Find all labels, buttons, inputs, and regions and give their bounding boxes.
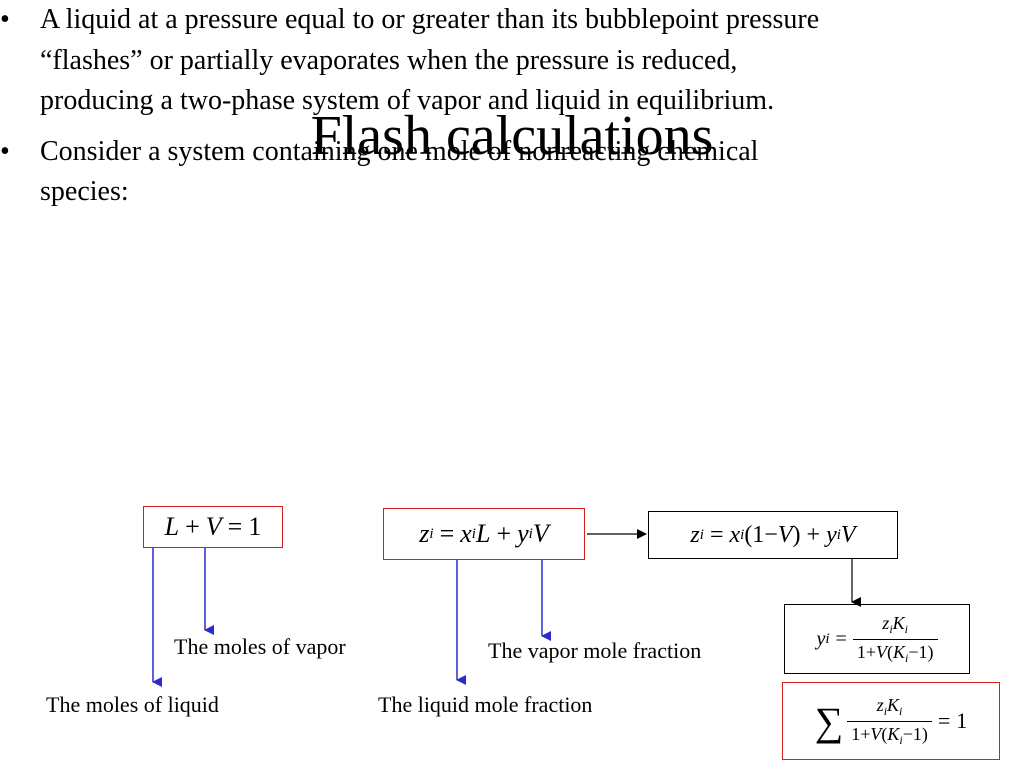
label-moles-vapor: The moles of vapor xyxy=(174,634,346,659)
label-vapor-mole-fraction: The vapor mole fraction xyxy=(488,638,702,663)
label-moles-liquid: The moles of liquid xyxy=(46,692,219,717)
equation-summation: ∑ ziKi 1+V(Ki−1) =1 xyxy=(782,682,1000,760)
fraction: ziKi 1+V(Ki−1) xyxy=(852,613,938,666)
slide-title: Flash calculations xyxy=(310,105,714,167)
bullet-text: A liquid at a pressure equal to or great… xyxy=(40,4,820,116)
fraction: ziKi 1+V(Ki−1) xyxy=(847,695,932,748)
bullet-list: • A liquid at a pressure equal to or gre… xyxy=(0,0,820,213)
bullet-marker: • xyxy=(0,135,10,167)
label-liquid-mole-fraction: The liquid mole fraction xyxy=(378,692,593,717)
bullet-item: • A liquid at a pressure equal to or gre… xyxy=(0,0,820,122)
bullet-text: Consider a system containing one mole of… xyxy=(40,135,759,208)
sigma-symbol: ∑ xyxy=(814,698,844,744)
bullet-marker: • xyxy=(0,4,10,35)
equation-l-plus-v: L+V=1 xyxy=(143,506,283,548)
bullet-item: • Consider a system containing one mole … xyxy=(0,132,820,213)
